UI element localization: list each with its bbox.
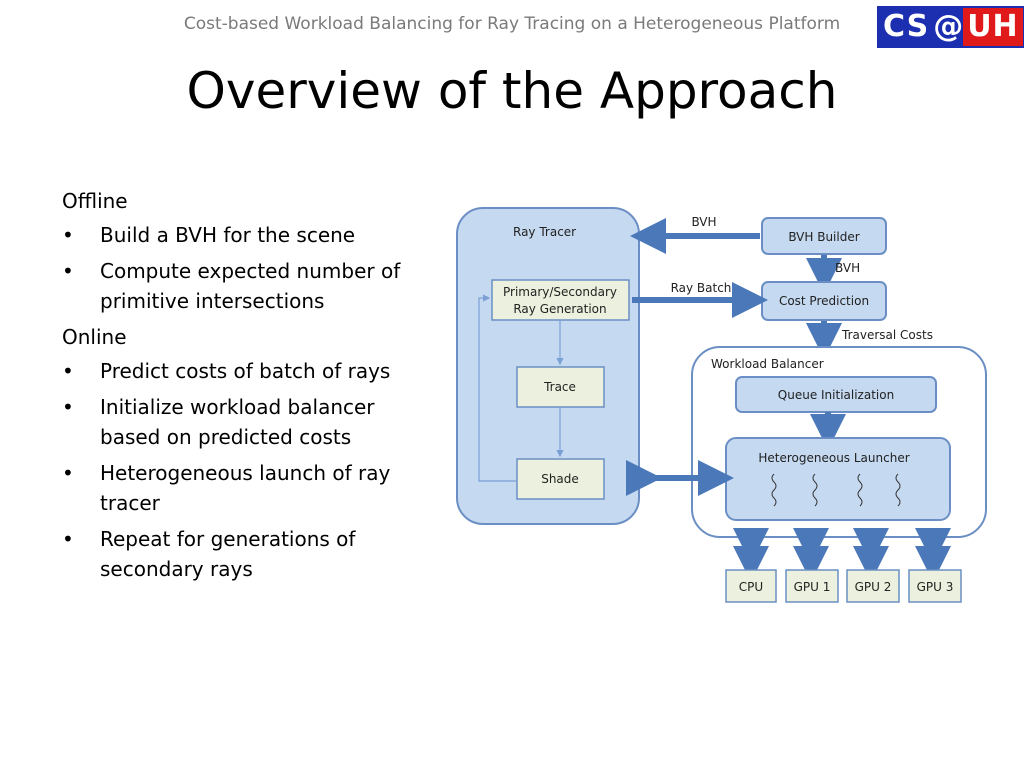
device-gpu3: GPU 3 — [908, 528, 962, 603]
list-item: Predict costs of batch of rays — [62, 356, 422, 386]
ray-generation-box — [491, 279, 630, 321]
slide-title: Overview of the Approach — [186, 62, 838, 120]
cpu-box — [725, 569, 777, 603]
online-list: Predict costs of batch of rays Initializ… — [62, 356, 422, 584]
trace-box — [516, 366, 605, 408]
gpu2-box — [846, 569, 900, 603]
trace-label: Trace — [543, 380, 576, 394]
thread-squiggle-icon — [857, 473, 863, 507]
hetero-launcher-label: Heterogeneous Launcher — [758, 451, 909, 465]
thread-squiggle-icon — [771, 473, 777, 507]
gpu1-box — [785, 569, 839, 603]
shade-label: Shade — [541, 472, 579, 486]
ray-tracer-label: Ray Tracer — [513, 225, 576, 239]
shade-box — [516, 458, 605, 500]
queue-init-box — [735, 376, 937, 413]
shade-loop-arrow — [478, 294, 517, 482]
gpu3-box — [908, 569, 962, 603]
list-item: Compute expected number of primitive int… — [62, 256, 422, 316]
device-gpu1: GPU 1 — [785, 528, 839, 603]
logo-cs: CS — [879, 8, 934, 46]
logo-uh: UH — [963, 8, 1023, 46]
workload-balancer-label: Workload Balancer — [711, 357, 824, 371]
ray-generation-label-2: Ray Generation — [513, 302, 606, 316]
logo-at: @ — [933, 8, 964, 46]
device-cpu: CPU — [725, 528, 777, 603]
bvh-arrow-label: BVH — [691, 215, 716, 229]
cpu-label: CPU — [739, 580, 763, 594]
traversal-costs-label: Traversal Costs — [841, 328, 933, 342]
list-item: Heterogeneous launch of ray tracer — [62, 458, 422, 518]
gpu1-label: GPU 1 — [794, 580, 831, 594]
queue-init-label: Queue Initialization — [778, 388, 894, 402]
ray-generation-label-1: Primary/Secondary — [503, 285, 617, 299]
list-item: Initialize workload balancer based on pr… — [62, 392, 422, 452]
slide-content: Offline Build a BVH for the scene Comput… — [62, 186, 422, 590]
gpu2-label: GPU 2 — [855, 580, 892, 594]
cost-prediction-label: Cost Prediction — [779, 294, 869, 308]
cs-uh-logo: CS @ UH — [877, 6, 1024, 48]
bvh-down-label: BVH — [835, 261, 860, 275]
thread-squiggle-icon — [812, 473, 818, 507]
list-item: Build a BVH for the scene — [62, 220, 422, 250]
slide-header: Cost-based Workload Balancing for Ray Tr… — [183, 14, 841, 34]
ray-batch-label: Ray Batch — [671, 281, 732, 295]
architecture-diagram: Ray Tracer Primary/Secondary Ray Generat… — [456, 207, 987, 603]
offline-list: Build a BVH for the scene Compute expect… — [62, 220, 422, 316]
bvh-builder-box — [761, 217, 887, 255]
offline-heading: Offline — [62, 189, 128, 213]
online-heading: Online — [62, 325, 127, 349]
bvh-builder-label: BVH Builder — [788, 230, 859, 244]
device-gpu2: GPU 2 — [846, 528, 900, 603]
list-item: Repeat for generations of secondary rays — [62, 524, 422, 584]
gpu3-label: GPU 3 — [917, 580, 954, 594]
thread-squiggle-icon — [895, 473, 901, 507]
